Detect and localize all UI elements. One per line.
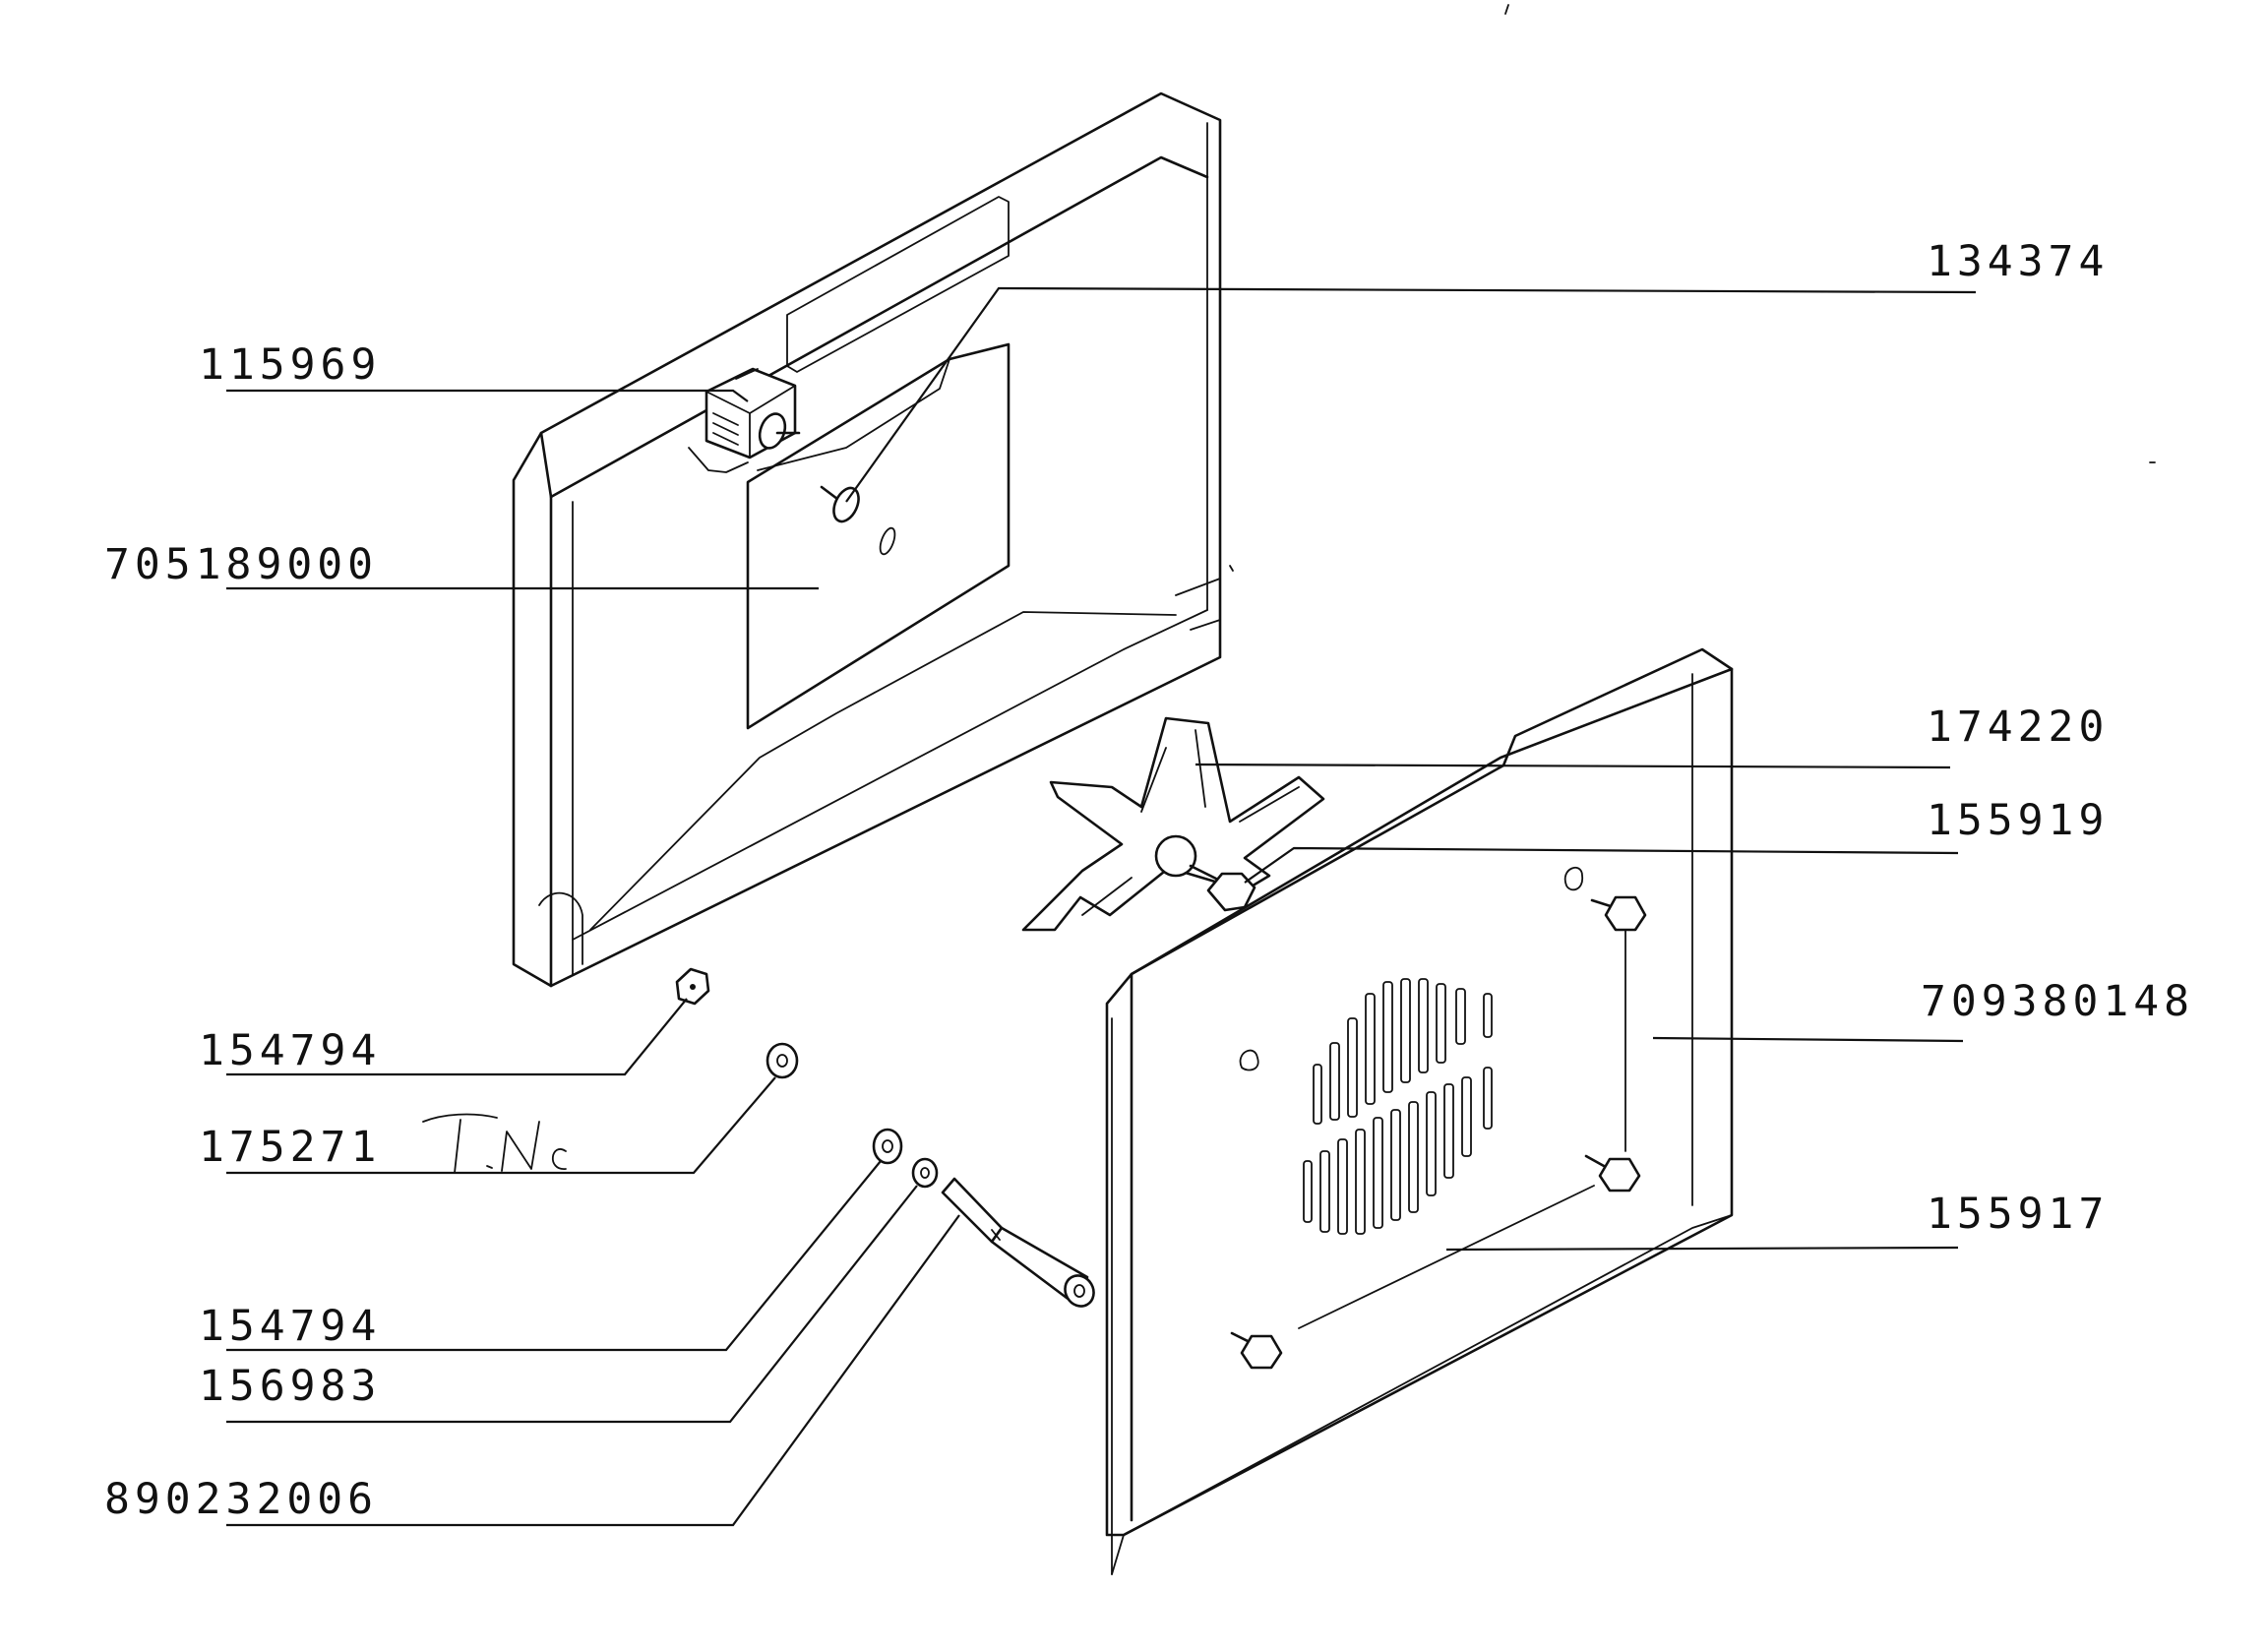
nut-154794-top: [675, 967, 710, 1006]
washer-175271: [766, 1042, 799, 1079]
stray-mark: [1229, 565, 1234, 572]
label-175271: 175271: [199, 1123, 381, 1172]
handwritten-note: [422, 1113, 567, 1174]
vent-grille: [1303, 978, 1493, 1235]
leader-lines: [226, 286, 1977, 1527]
fan-blade-174220: [1021, 716, 1325, 932]
label-134374: 134374: [1927, 237, 2109, 286]
stray-mark: [1504, 4, 1509, 15]
label-155917: 155917: [1927, 1190, 2109, 1239]
label-705189000: 705189000: [104, 540, 378, 589]
screw-134374: [820, 485, 860, 523]
screw-155917: [1230, 895, 1647, 1370]
label-156983: 156983: [199, 1362, 381, 1411]
fan-nut-155919: [1189, 864, 1256, 912]
washer-156983: [911, 1157, 939, 1189]
deflector-plate: [746, 342, 1011, 730]
label-890232006: 890232006: [104, 1475, 378, 1524]
fan-cover-709380148: [1105, 647, 1734, 1575]
keyhole-mark: [1239, 1049, 1259, 1071]
label-115969: 115969: [199, 340, 381, 390]
label-709380148: 709380148: [1921, 977, 2194, 1026]
part-labels: 134374 115969 705189000 174220 155919 70…: [104, 237, 2194, 1524]
shaft-890232006: [941, 1177, 1095, 1308]
label-174220: 174220: [1927, 703, 2109, 752]
label-154794-bottom: 154794: [199, 1302, 381, 1351]
label-154794-top: 154794: [199, 1026, 381, 1075]
keyhole-mark: [1563, 866, 1583, 891]
washer-154794-bottom: [872, 1128, 903, 1165]
label-155919: 155919: [1927, 796, 2109, 845]
